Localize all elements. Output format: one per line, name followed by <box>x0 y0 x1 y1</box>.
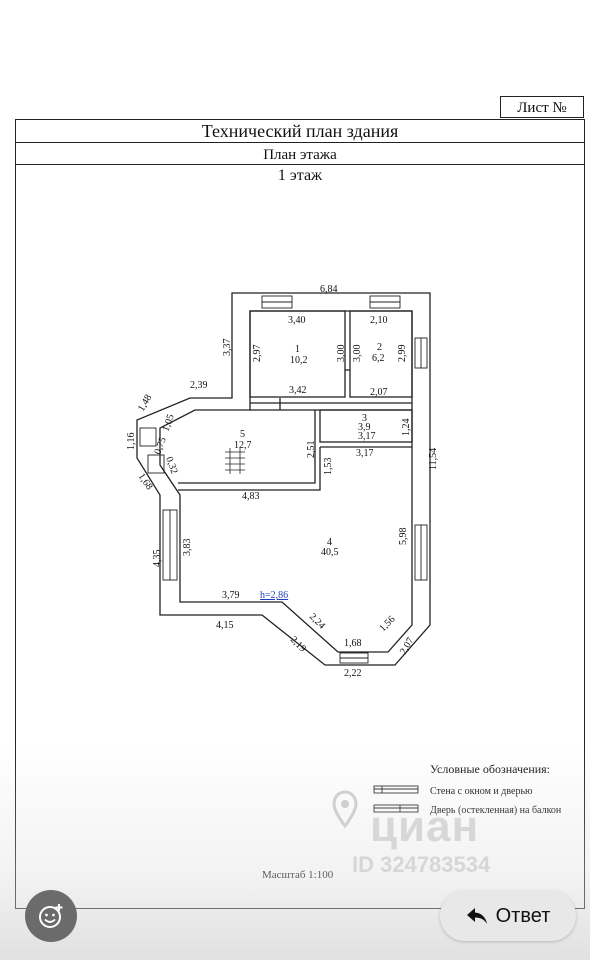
dim-148: 1,48 <box>136 393 154 414</box>
dim-top-total: 6,84 <box>320 284 338 295</box>
dim-room2-bottom: 2,07 <box>370 387 388 398</box>
dim-075: 0,75 <box>152 436 168 456</box>
room-2-outline <box>349 310 413 398</box>
dim-left-239: 2,39 <box>190 380 208 391</box>
dim-207: 2,07 <box>398 636 416 657</box>
dim-153: 1,53 <box>323 458 334 476</box>
dim-598: 5,98 <box>398 528 409 546</box>
room-1-outline <box>249 310 346 398</box>
dim-105: 1,05 <box>160 413 176 433</box>
dim-room2-left: 3,00 <box>352 345 363 363</box>
room-3-outline <box>319 409 413 443</box>
dim-415: 4,15 <box>216 620 234 631</box>
dim-room3-side: 1,24 <box>401 419 412 437</box>
dim-168a: 1,68 <box>136 471 155 492</box>
watermark-id: ID 324783534 <box>352 852 491 877</box>
room-1-number: 1 <box>295 344 300 355</box>
watermark: циан ID 324783534 <box>300 780 590 890</box>
location-pin-icon <box>332 790 358 829</box>
dim-room1-right: 3,00 <box>336 345 347 363</box>
outer-wall-inner <box>159 310 413 653</box>
room-4-number: 4 <box>327 537 332 548</box>
reply-button[interactable]: Ответ <box>440 891 576 941</box>
sheet-number-label: Лист № <box>500 96 584 118</box>
dim-room3-top: 3,17 <box>358 431 376 442</box>
document-title: Технический план здания <box>16 120 584 143</box>
dim-379: 3,79 <box>222 590 240 601</box>
smiley-plus-icon <box>39 904 63 928</box>
room-4-area: 40,5 <box>321 547 339 558</box>
reply-arrow-icon <box>466 908 487 924</box>
dim-251: 2,51 <box>306 441 317 459</box>
dim-room2-right: 2,99 <box>397 345 408 363</box>
dim-156: 1,56 <box>377 614 397 634</box>
room-5-area: 12,7 <box>234 440 252 451</box>
dim-168b: 1,68 <box>344 638 362 649</box>
room-1-area: 10,2 <box>290 355 308 366</box>
dim-room1-left: 2,97 <box>252 345 263 363</box>
dim-right-1154: 11,54 <box>428 448 439 470</box>
ceiling-height: h=2,86 <box>260 590 288 601</box>
dim-116: 1,16 <box>126 433 137 451</box>
room-5-partition <box>178 410 316 484</box>
dim-room2-top: 2,10 <box>370 315 388 326</box>
windows <box>139 295 428 664</box>
dim-224: 2,24 <box>307 611 327 631</box>
dim-483: 4,83 <box>242 491 260 502</box>
watermark-brand: циан <box>370 802 480 851</box>
dim-room1-bottom: 3,42 <box>289 385 307 396</box>
room-3-area: 3,9 <box>358 422 371 433</box>
dim-left-337: 3,37 <box>222 339 233 357</box>
dim-room1-top: 3,40 <box>288 315 306 326</box>
room-5-number: 5 <box>240 429 245 440</box>
emoji-reaction-button[interactable] <box>25 890 77 942</box>
room-2-area: 6,2 <box>372 353 385 364</box>
document-subtitle: План этажа <box>16 143 584 165</box>
outer-wall <box>136 292 431 666</box>
legend-title: Условные обозначения: <box>430 762 551 776</box>
dim-435: 4,35 <box>152 550 163 568</box>
floor-label: 1 этаж <box>277 167 323 184</box>
dim-222: 2,22 <box>344 668 362 679</box>
dim-383: 3,83 <box>182 539 193 557</box>
reply-button-label: Ответ <box>495 904 551 927</box>
room-3-number: 3 <box>362 413 367 424</box>
room-2-number: 2 <box>377 342 382 353</box>
dim-room3-bottom: 3,17 <box>356 448 374 459</box>
stairs <box>225 448 245 474</box>
